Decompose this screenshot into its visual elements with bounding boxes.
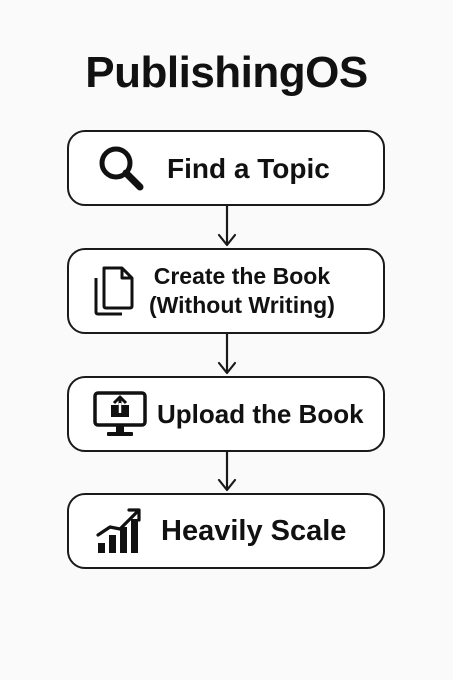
step-find-topic: Find a Topic (67, 130, 385, 206)
flow-arrow (217, 452, 237, 492)
step-label: Find a Topic (167, 151, 330, 186)
magnifying-glass-icon (91, 143, 151, 193)
step-label-line: (Without Writing) (149, 292, 335, 318)
flow-arrow (217, 334, 237, 375)
monitor-upload-icon (89, 389, 151, 439)
growth-chart-icon (91, 505, 151, 557)
stacked-documents-icon (87, 264, 141, 318)
step-create-book: Create the Book (Without Writing) (67, 248, 385, 334)
step-label: Create the Book (Without Writing) (149, 262, 335, 320)
step-label: Heavily Scale (161, 513, 346, 549)
step-label: Upload the Book (157, 398, 364, 431)
flow-arrow (217, 206, 237, 247)
step-label-line: Create the Book (153, 263, 331, 290)
step-label-line: Find a Topic (167, 152, 330, 184)
diagram-title: PublishingOS (85, 48, 368, 97)
step-heavily-scale: Heavily Scale (67, 493, 385, 569)
step-label-line: Upload the Book (157, 398, 364, 429)
step-label-line: Heavily Scale (161, 514, 347, 547)
step-upload-book: Upload the Book (67, 376, 385, 452)
